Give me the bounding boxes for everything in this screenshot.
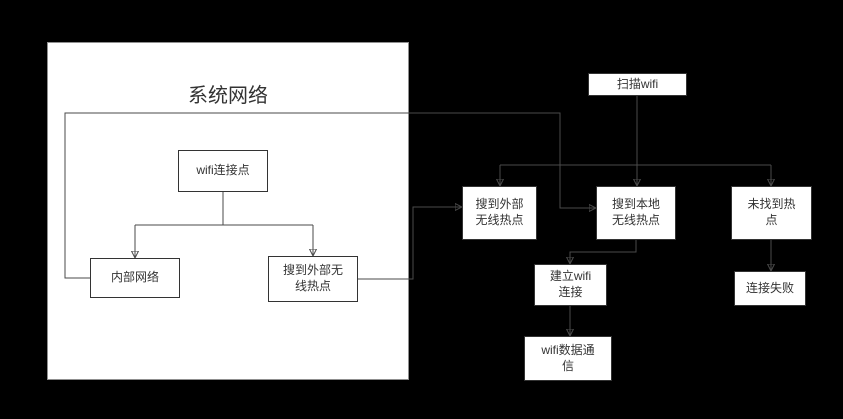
node-establish-wifi-connection: 建立wifi连接 [534,264,607,306]
node-found-external-hotspot-inner: 搜到外部无线热点 [268,256,358,302]
node-label: 扫描wifi [616,76,659,91]
node-label: wifi连接点 [196,163,250,178]
node-no-hotspot-found: 未找到热点 [731,186,812,240]
node-wifi-access-point: wifi连接点 [178,150,268,192]
node-found-local-hotspot: 搜到本地无线热点 [596,186,676,240]
node-label: 内部网络 [110,270,159,285]
node-label: 未找到热点 [747,197,796,227]
node-label: wifi数据通信 [541,342,595,373]
node-label: 搜到外部无线热点 [475,197,524,227]
node-label: 搜到外部无线热点 [282,263,343,293]
node-wifi-data-communication: wifi数据通信 [524,336,612,381]
node-label: 建立wifi连接 [549,269,592,299]
node-internal-network: 内部网络 [90,258,180,298]
node-label: 连接失败 [745,280,794,295]
node-connection-failed: 连接失败 [734,271,806,306]
panel-title: 系统网络 [188,85,268,107]
node-found-external-hotspot: 搜到外部无线热点 [462,186,537,240]
node-scan-wifi: 扫描wifi [588,73,687,96]
node-label: 搜到本地无线热点 [611,197,660,227]
system-network-group: 系统网络 [47,42,409,380]
edge-found-local-hotspot-to-establish-connection [570,240,637,264]
